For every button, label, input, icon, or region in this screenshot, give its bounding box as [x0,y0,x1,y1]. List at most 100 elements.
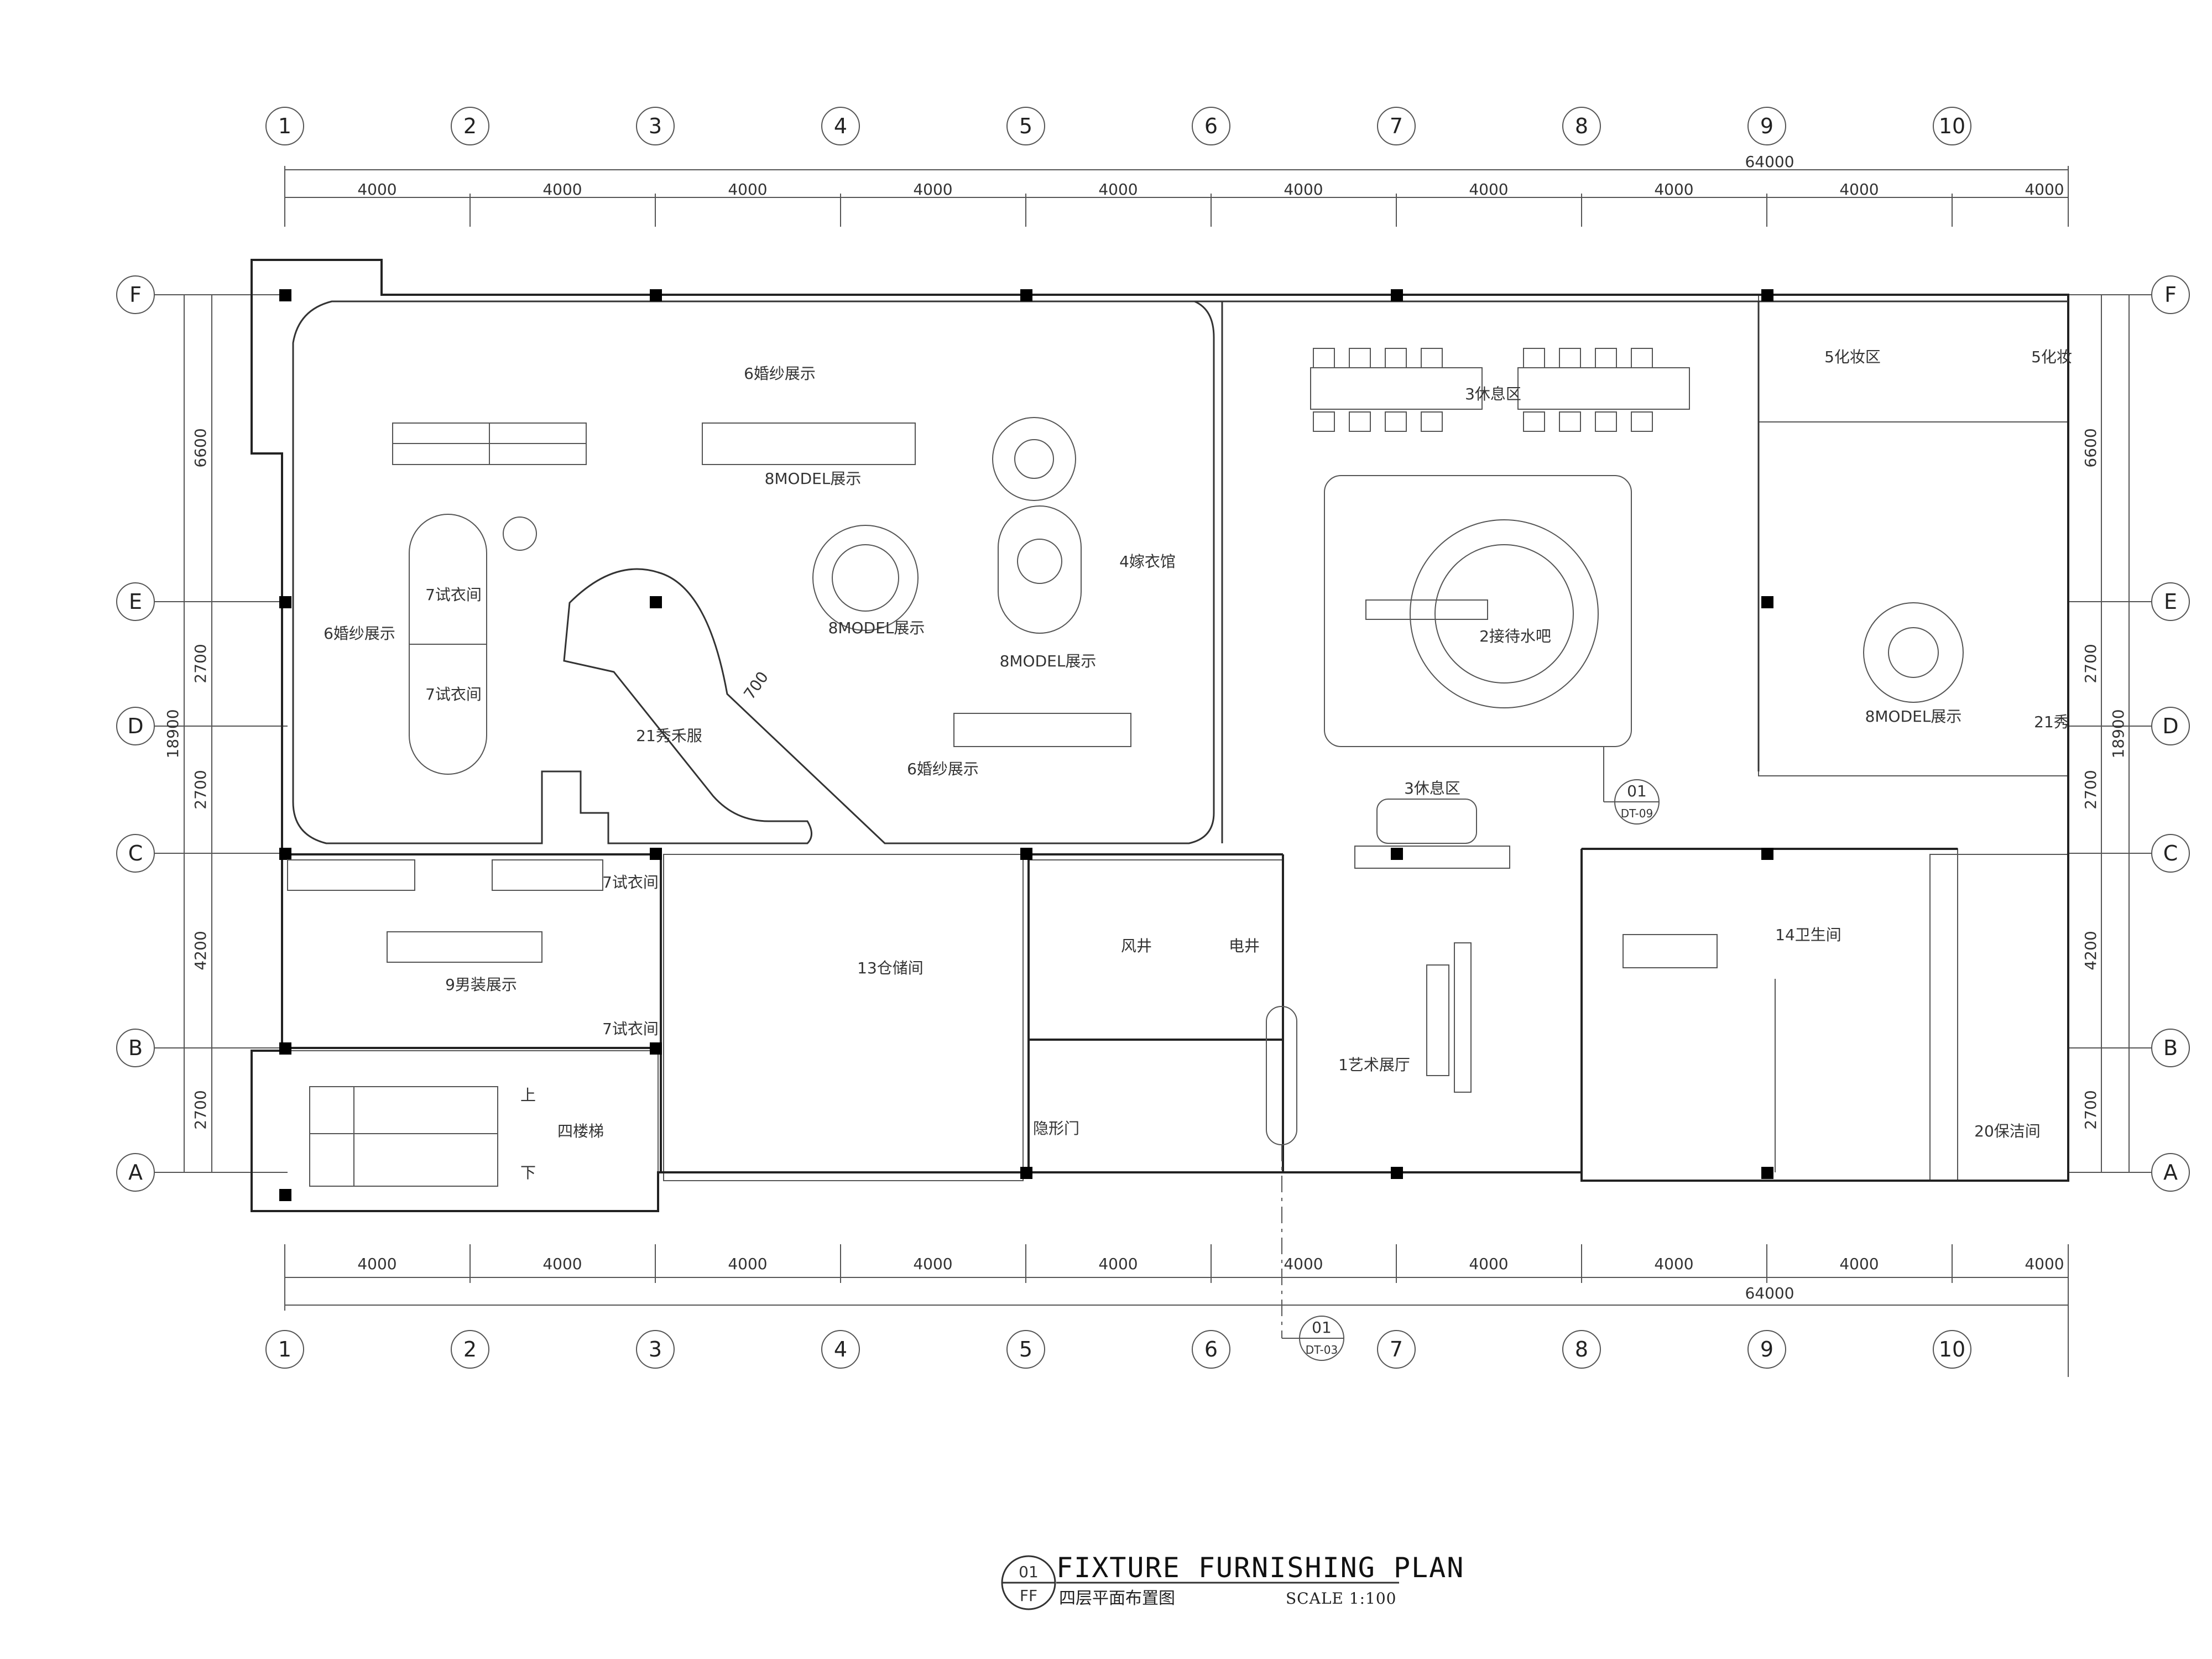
grid-label: C [2163,841,2178,865]
grid-label: 2 [463,1337,477,1361]
dim-span: 4000 [913,180,952,199]
callout-number: 01 [1627,782,1647,800]
dim-span: 4000 [1839,180,1879,199]
room-label: 7试衣间 [425,685,482,703]
dim-total-bottom: 64000 [1745,1284,1794,1302]
grid-bubbles-left: F E D C B A [116,275,155,1192]
grid-label: 9 [1760,114,1773,138]
grid-label: 9 [1760,1337,1773,1361]
dim-span: 4000 [1284,180,1323,199]
callout-dt09: 01 DT-09 [1603,747,1660,825]
room-label: 隐形门 [1033,1119,1079,1138]
dim-700: 700 [740,668,772,703]
dim-span: 6600 [191,428,210,467]
room-label: 5化妆区 [1824,348,1881,366]
room-label: 1艺术展厅 [1338,1056,1410,1074]
room-label: 21秀禾服 [636,727,702,745]
dim-span: 2700 [2081,770,2100,809]
grid-label: 6 [1204,1337,1218,1361]
grid-label: A [2163,1160,2178,1185]
grid-label: 3 [649,1337,662,1361]
dim-span: 4000 [1839,1255,1879,1273]
dim-span: 2700 [191,644,210,683]
room-label: 14卫生间 [1775,926,1841,944]
grid-label: D [127,714,143,738]
title-scale: SCALE 1:100 [1286,1589,1396,1608]
grid-label: C [128,841,143,865]
grid-label: 8 [1575,1337,1588,1361]
grid-label: F [2164,283,2177,307]
dim-span: 4000 [728,180,767,199]
room-label: 6婚纱展示 [744,364,816,383]
room-label: 9男装展示 [445,975,517,994]
grid-label: 4 [834,114,847,138]
grid-label: D [2162,714,2178,738]
callout-ref: DT-09 [1621,807,1653,820]
grid-label: F [129,283,142,307]
dim-span: 4000 [357,1255,397,1273]
room-label: 电井 [1229,937,1260,955]
grid-label: E [2164,589,2177,614]
room-label: 四楼梯 [557,1122,604,1140]
room-label: 8MODEL展示 [828,619,925,637]
callout-dt03: 01 DT-03 [1281,1145,1344,1361]
room-label: 3休息区 [1404,779,1460,797]
callout-ref: DT-03 [1306,1343,1338,1357]
room-label: 7试衣间 [425,586,482,604]
room-label: 7试衣间 [602,1020,659,1038]
dim-span: 4000 [913,1255,952,1273]
furniture [287,348,1964,1187]
dim-span: 4000 [1469,180,1508,199]
dim-span: 4000 [2025,180,2064,199]
dim-span: 4000 [1654,1255,1693,1273]
title-main: FIXTURE FURNISHING PLAN [1056,1552,1464,1584]
title-number: 01 [1019,1563,1039,1581]
room-label: 2接待水吧 [1479,627,1551,645]
grid-label: 3 [649,114,662,138]
dim-span: 2700 [191,770,210,809]
grid-bubbles-top: 1 2 3 4 5 6 7 8 9 10 [265,107,1971,145]
room-label: 3休息区 [1465,385,1521,403]
room-label: 13仓储间 [857,959,924,977]
room-label: 5化妆 [2031,348,2072,366]
room-labels: 6婚纱展示 8MODEL展示 6婚纱展示 7试衣间 7试衣间 8MODEL展示 … [324,348,2072,1182]
grid-bubbles-right: F E D C B A [2151,275,2190,1192]
room-label: 8MODEL展示 [1865,707,1962,726]
grid-label: 5 [1019,114,1032,138]
walls [251,259,2069,1212]
room-label: 21秀 [2034,713,2069,731]
grid-label: B [128,1036,143,1060]
room-label: 7试衣间 [602,873,659,891]
title-code: FF [1020,1587,1037,1605]
room-label: 上 [520,1086,536,1104]
dimension-lines: 64000 4000 4000 4000 4000 4000 4000 4000… [164,153,2130,1377]
grid-axes: 1 2 3 4 5 6 7 8 9 10 1 2 3 4 5 6 7 8 9 1… [116,107,2190,1369]
room-label: 4嫁衣馆 [1119,552,1176,571]
dim-span: 4000 [1654,180,1693,199]
grid-label: 8 [1575,114,1588,138]
dim-span: 6600 [2081,428,2100,467]
dim-total-right: 18900 [2109,709,2127,758]
grid-label: 7 [1390,114,1403,138]
dim-span: 2700 [2081,644,2100,683]
dim-span: 4000 [728,1255,767,1273]
room-label: 6婚纱展示 [324,624,395,643]
dim-span: 2700 [2081,1090,2100,1129]
grid-label: 10 [1939,1337,1965,1361]
dim-span: 2700 [191,1090,210,1129]
dim-span: 4200 [2081,931,2100,970]
grid-label: 10 [1939,114,1965,138]
dim-span: 4000 [542,1255,582,1273]
grid-label: A [128,1160,143,1185]
dim-span: 4000 [1098,180,1138,199]
room-label: 8MODEL展示 [765,469,862,488]
grid-label: 4 [834,1337,847,1361]
dim-total-top: 64000 [1745,153,1794,171]
structural-columns [279,289,1773,1201]
dim-span: 4000 [1469,1255,1508,1273]
grid-label: E [129,589,142,614]
dim-span: 4000 [1284,1255,1323,1273]
grid-label: 5 [1019,1337,1032,1361]
dim-span: 4000 [1098,1255,1138,1273]
